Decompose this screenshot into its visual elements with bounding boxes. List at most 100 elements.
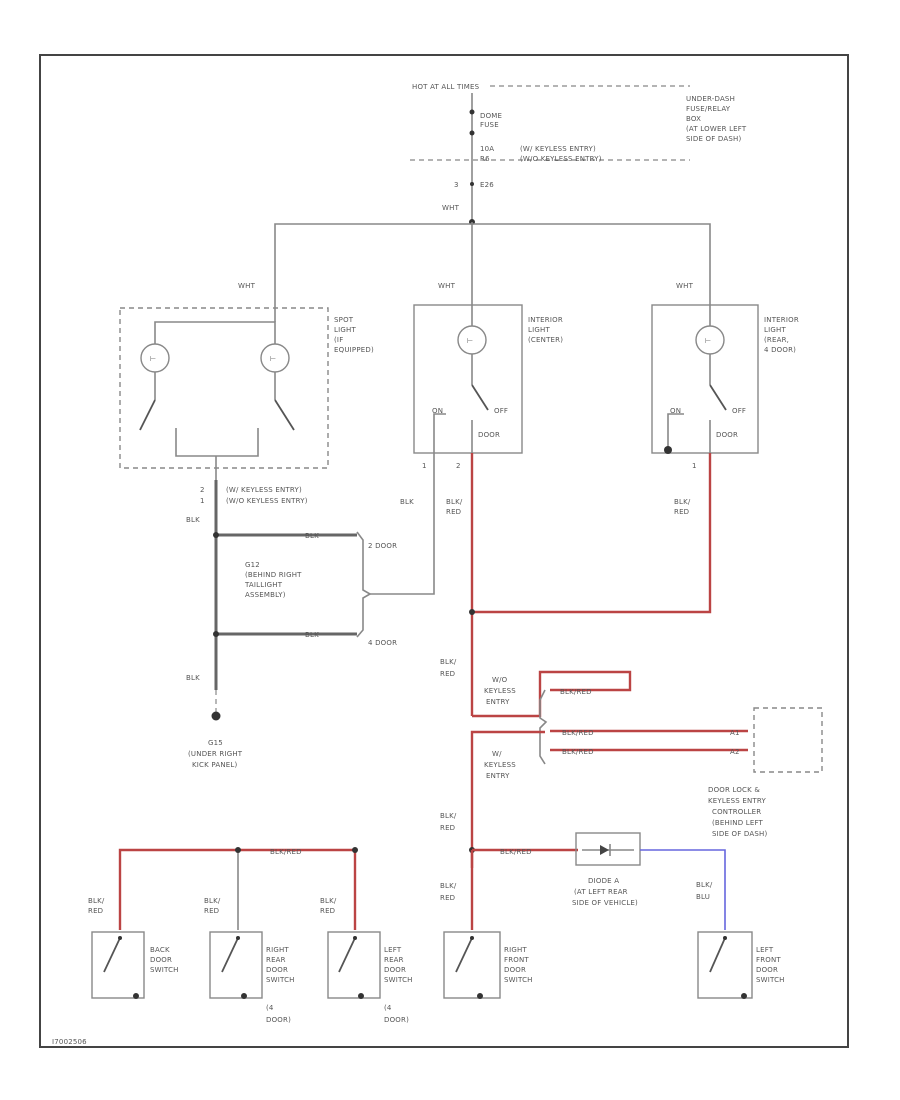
right-rear-door-switch: RIGHT REAR DOOR SWITCH (4 DOOR) — [209, 931, 295, 1024]
rail-dot-355 — [352, 847, 358, 853]
svg-text:ENTRY: ENTRY — [486, 772, 510, 780]
keyless-wo-label-top: (W/O KEYLESS ENTRY) — [520, 155, 602, 163]
svg-text:FUSE: FUSE — [480, 121, 499, 129]
svg-text:BLK/: BLK/ — [204, 897, 221, 905]
svg-text:DOOR: DOOR — [756, 966, 778, 974]
svg-text:SIDE OF VEHICLE): SIDE OF VEHICLE) — [572, 899, 638, 907]
svg-text:BLK/: BLK/ — [440, 882, 457, 890]
interior-light-rear-label: INTERIOR LIGHT (REAR, 4 DOOR) — [764, 316, 799, 354]
svg-text:KEYLESS ENTRY: KEYLESS ENTRY — [708, 797, 766, 805]
svg-text:SWITCH: SWITCH — [504, 976, 533, 984]
wire-color-wht-center: WHT — [438, 282, 456, 290]
spot-pin-2: 2 — [200, 486, 205, 494]
left-rear-blk-red: BLK/RED — [320, 897, 337, 915]
connector-e26-pin — [470, 182, 474, 186]
svg-text:INTERIOR: INTERIOR — [764, 316, 799, 324]
svg-text:BLU: BLU — [696, 893, 710, 901]
svg-text:CONTROLLER: CONTROLLER — [712, 808, 761, 816]
rear-bulb-icon: ⊢ — [695, 325, 725, 355]
center-switch-icon — [471, 384, 489, 411]
svg-text:DOOR: DOOR — [504, 966, 526, 974]
g12-4door-blk: BLK — [305, 631, 319, 639]
mid-blk-red-label: BLK/ RED — [440, 658, 457, 678]
svg-text:RED: RED — [440, 670, 455, 678]
diode-wire-label: BLK/RED — [500, 848, 532, 856]
left-front-blk-blu-label: BLK/ BLU — [696, 881, 713, 901]
w-keyless-wire — [470, 730, 545, 868]
keyless-w-spot: (W/ KEYLESS ENTRY) — [226, 486, 302, 494]
svg-text:⊢: ⊢ — [467, 337, 473, 345]
center-pin-1: 1 — [422, 462, 427, 470]
svg-text:BACK: BACK — [150, 946, 170, 954]
center-pin-2: 2 — [456, 462, 461, 470]
rear-rail-label: BLK/RED — [270, 848, 302, 856]
svg-text:(CENTER): (CENTER) — [528, 336, 563, 344]
svg-text:SIDE OF DASH): SIDE OF DASH) — [686, 135, 741, 143]
svg-text:(BEHIND RIGHT: (BEHIND RIGHT — [245, 571, 302, 579]
svg-text:SWITCH: SWITCH — [266, 976, 295, 984]
svg-text:ASSEMBLY): ASSEMBLY) — [245, 591, 286, 599]
controller-a1-label: BLK/RED — [562, 729, 594, 737]
svg-text:10A: 10A — [480, 145, 494, 153]
svg-text:⊢: ⊢ — [150, 355, 156, 363]
svg-text:⊢: ⊢ — [270, 355, 276, 363]
spot-ground-bus — [175, 428, 259, 457]
keyless-brace — [539, 689, 548, 765]
svg-text:RIGHT: RIGHT — [504, 946, 527, 954]
wire-color-wht-rear: WHT — [676, 282, 694, 290]
wire-color-wht-main: WHT — [442, 204, 460, 212]
svg-text:RED: RED — [320, 907, 335, 915]
svg-text:RED: RED — [674, 508, 689, 516]
center-pin1-wire — [370, 453, 435, 595]
right-rear-blk-red: BLK/RED — [204, 897, 221, 915]
controller-pin-a1: A1 — [730, 729, 740, 737]
svg-text:TAILLIGHT: TAILLIGHT — [244, 581, 283, 589]
controller-label: DOOR LOCK & KEYLESS ENTRY CONTROLLER (BE… — [708, 786, 767, 838]
svg-text:SWITCH: SWITCH — [756, 976, 785, 984]
svg-text:LEFT: LEFT — [384, 946, 402, 954]
svg-text:SPOT: SPOT — [334, 316, 354, 324]
svg-text:KICK PANEL): KICK PANEL) — [192, 761, 237, 769]
svg-text:G15: G15 — [208, 739, 223, 747]
svg-text:LIGHT: LIGHT — [334, 326, 356, 334]
svg-text:(AT LOWER LEFT: (AT LOWER LEFT — [686, 125, 747, 133]
svg-text:W/O: W/O — [492, 676, 508, 684]
g12-2door-blk: BLK — [305, 532, 319, 540]
pin-e26-num: 3 — [454, 181, 459, 189]
left-rear-door-switch: LEFT REAR DOOR SWITCH (4 DOOR) — [327, 931, 413, 1024]
svg-text:DOOR: DOOR — [150, 956, 172, 964]
svg-text:DIODE A: DIODE A — [588, 877, 619, 885]
svg-text:⊢: ⊢ — [705, 337, 711, 345]
rear-door-label: DOOR — [716, 431, 738, 439]
spot-light-box — [119, 307, 329, 469]
spot-light-label: SPOT LIGHT (IF EQUIPPED) — [334, 316, 374, 354]
two-door-label: 2 DOOR — [368, 542, 397, 550]
distribution-wire — [274, 223, 711, 302]
svg-text:RED: RED — [440, 894, 455, 902]
svg-text:DOOR): DOOR) — [384, 1016, 409, 1024]
rear-off-label: OFF — [732, 407, 746, 415]
hot-at-all-times-label: HOT AT ALL TIMES — [412, 83, 480, 91]
interior-light-center-label: INTERIOR LIGHT (CENTER) — [528, 316, 563, 344]
svg-text:4 DOOR): 4 DOOR) — [764, 346, 796, 354]
g15-blk: BLK — [186, 674, 200, 682]
svg-text:REAR: REAR — [384, 956, 404, 964]
svg-text:SWITCH: SWITCH — [384, 976, 413, 984]
svg-text:LIGHT: LIGHT — [764, 326, 786, 334]
keyless-w-label-top: (W/ KEYLESS ENTRY) — [520, 145, 596, 153]
svg-text:INTERIOR: INTERIOR — [528, 316, 563, 324]
spot-switch-left-icon — [139, 399, 156, 431]
rear-door-red-wire — [472, 453, 712, 614]
pin-r6-label: R6 — [480, 155, 490, 163]
keyless-wo-spot: (W/O KEYLESS ENTRY) — [226, 497, 308, 505]
lower-blk-red-label-2: BLK/ RED — [440, 882, 457, 902]
diagram-frame — [39, 54, 849, 1048]
controller-pin-a2: A2 — [730, 748, 740, 756]
g15-ground-icon — [211, 711, 221, 721]
back-door-switch: BACK DOOR SWITCH — [91, 931, 178, 999]
svg-text:RED: RED — [204, 907, 219, 915]
svg-text:(AT LEFT REAR: (AT LEFT REAR — [574, 888, 628, 896]
svg-text:DOME: DOME — [480, 112, 502, 120]
svg-text:(4: (4 — [384, 1004, 392, 1012]
